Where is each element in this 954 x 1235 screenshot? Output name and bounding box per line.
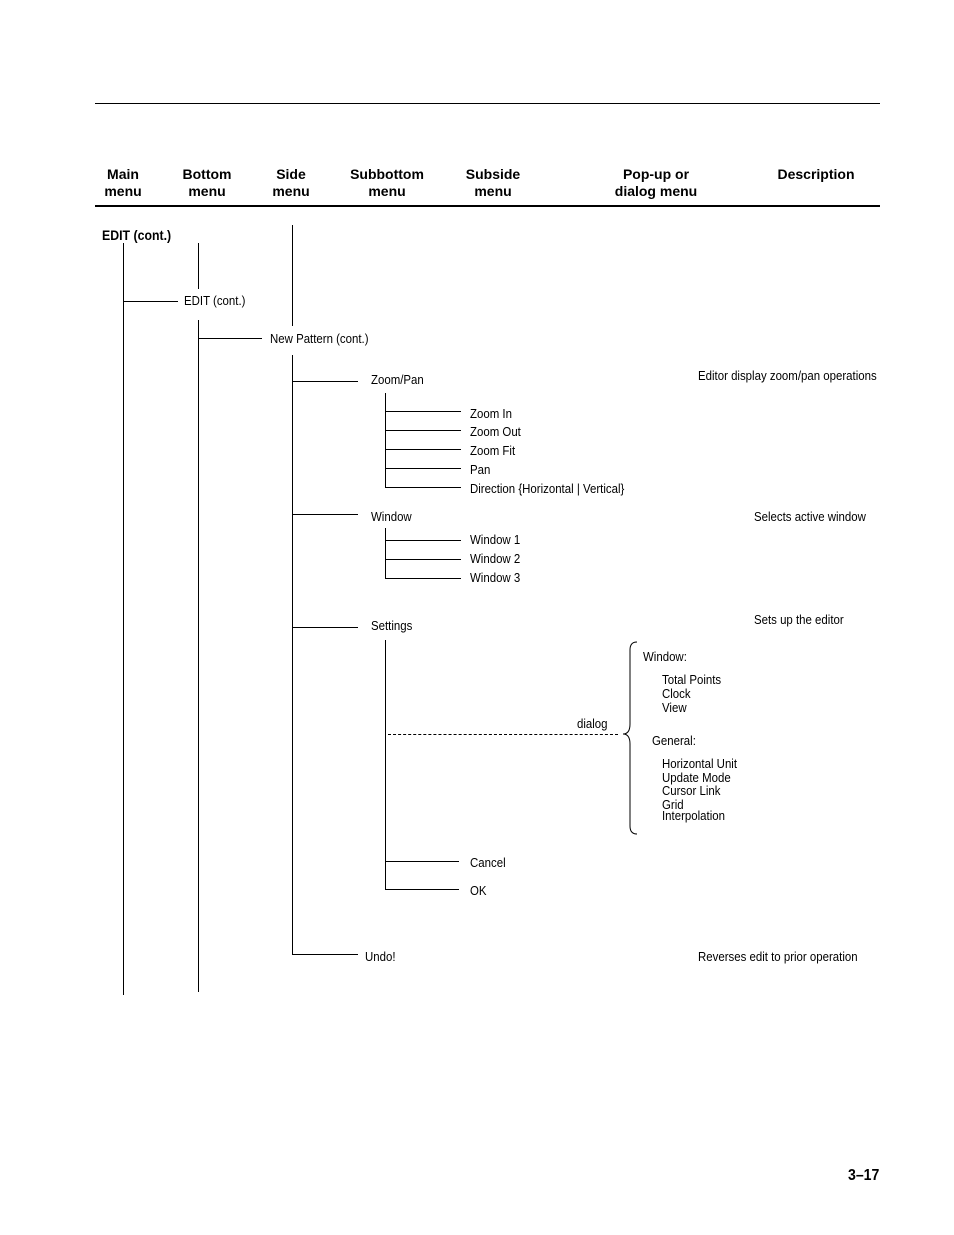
header-popup-menu: Pop-up or dialog menu bbox=[614, 166, 698, 199]
bottom-tree-line-top bbox=[198, 243, 199, 289]
header-bottom-menu: Bottom menu bbox=[182, 166, 232, 199]
connector-zoom-in bbox=[385, 411, 461, 412]
window-subtree-line bbox=[385, 528, 386, 578]
connector-zoom-fit bbox=[385, 449, 461, 450]
window3-item: Window 3 bbox=[470, 570, 521, 585]
settings-subtree-line bbox=[385, 640, 386, 889]
connector-direction bbox=[385, 487, 461, 488]
dialog-brace bbox=[622, 641, 638, 835]
connector-cancel bbox=[385, 861, 459, 862]
dialog-general-item: Horizontal Unit bbox=[662, 756, 738, 771]
page-number: 3–17 bbox=[848, 1167, 880, 1184]
dialog-general-item: Grid bbox=[662, 797, 684, 812]
zoom-subtree-line bbox=[385, 393, 386, 487]
window1-item: Window 1 bbox=[470, 532, 521, 547]
subbottom-tree-line bbox=[292, 355, 293, 954]
dialog-window-heading: Window: bbox=[643, 649, 687, 664]
header-rule bbox=[95, 205, 880, 207]
bottom-menu-item: EDIT (cont.) bbox=[184, 293, 246, 308]
dialog-window-item: Total Points bbox=[662, 672, 722, 687]
top-rule bbox=[95, 103, 880, 104]
connector-pan bbox=[385, 468, 461, 469]
header-subside-menu: Subside menu bbox=[465, 166, 521, 199]
description-window: Selects active window bbox=[754, 509, 866, 524]
description-zoom-pan: Editor display zoom/pan operations bbox=[698, 368, 877, 383]
main-menu-item: EDIT (cont.) bbox=[102, 227, 172, 243]
pan-item: Pan bbox=[470, 462, 491, 477]
dialog-general-heading: General: bbox=[652, 733, 696, 748]
dialog-dashed-connector bbox=[388, 734, 618, 735]
zoom-in-item: Zoom In bbox=[470, 406, 512, 421]
side-tree-line bbox=[292, 225, 293, 326]
window2-item: Window 2 bbox=[470, 551, 521, 566]
side-menu-item: New Pattern (cont.) bbox=[270, 331, 369, 346]
cancel-item: Cancel bbox=[470, 855, 506, 870]
window-item: Window bbox=[371, 509, 412, 524]
dialog-label: dialog bbox=[577, 716, 608, 731]
dialog-general-item: Cursor Link bbox=[662, 783, 721, 798]
connector-bottom bbox=[123, 301, 178, 302]
dialog-general-item: Interpolation bbox=[662, 808, 725, 823]
header-side-menu: Side menu bbox=[272, 166, 310, 199]
description-settings: Sets up the editor bbox=[754, 612, 844, 627]
connector-side bbox=[198, 338, 262, 339]
zoom-out-item: Zoom Out bbox=[470, 424, 521, 439]
dialog-window-item: View bbox=[662, 700, 687, 715]
zoom-pan-item: Zoom/Pan bbox=[371, 372, 424, 387]
bottom-tree-line bbox=[198, 320, 199, 992]
header-description: Description bbox=[777, 166, 855, 182]
settings-item: Settings bbox=[371, 618, 413, 633]
dialog-general-item: Update Mode bbox=[662, 770, 731, 785]
ok-item: OK bbox=[470, 883, 487, 898]
header-subbottom-menu: Subbottom menu bbox=[350, 166, 424, 199]
connector-ok bbox=[385, 889, 459, 890]
connector-window bbox=[292, 514, 358, 515]
connector-window2 bbox=[385, 559, 461, 560]
connector-zoom-out bbox=[385, 430, 461, 431]
description-undo: Reverses edit to prior operation bbox=[698, 949, 858, 964]
header-main-menu: Main menu bbox=[104, 166, 142, 199]
connector-zoom-pan bbox=[292, 381, 358, 382]
dialog-window-item: Clock bbox=[662, 686, 691, 701]
main-tree-line bbox=[123, 243, 124, 995]
direction-item: Direction {Horizontal | Vertical} bbox=[470, 481, 625, 496]
connector-window3 bbox=[385, 578, 461, 579]
zoom-fit-item: Zoom Fit bbox=[470, 443, 516, 458]
connector-settings bbox=[292, 627, 358, 628]
undo-item: Undo! bbox=[365, 949, 396, 964]
connector-window1 bbox=[385, 540, 461, 541]
connector-undo bbox=[292, 954, 358, 955]
